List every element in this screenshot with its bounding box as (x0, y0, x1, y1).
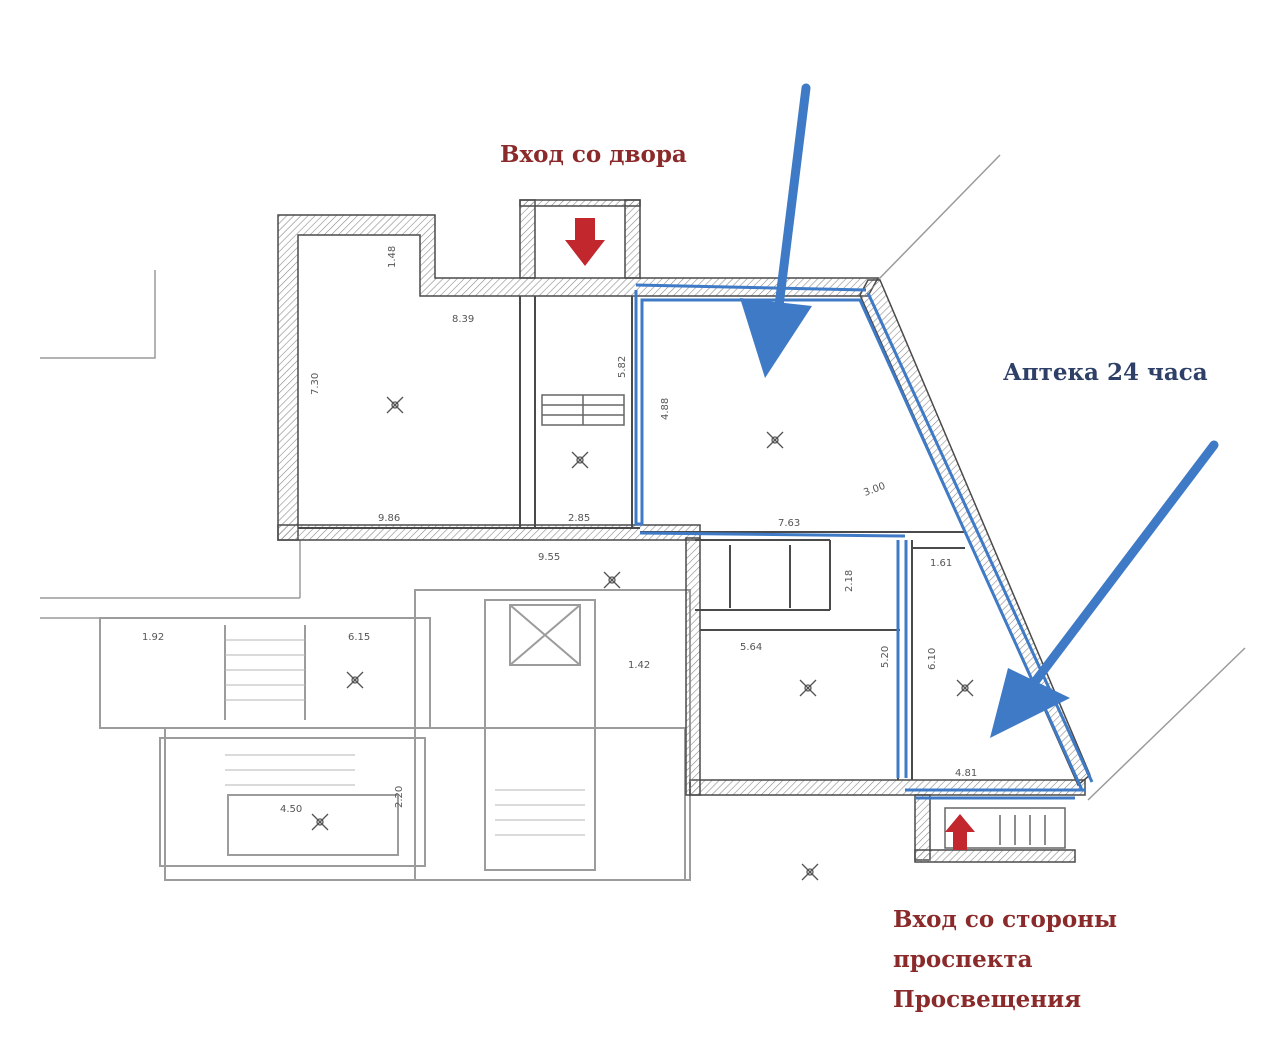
interior-walls (298, 296, 965, 780)
dim-label: 4.88 (660, 398, 671, 420)
dim-label: 1.42 (628, 660, 650, 671)
pharmacy-label: Аптека 24 часа (1003, 359, 1208, 386)
dim-label: 1.61 (930, 558, 952, 569)
avenue-entrance-label-line-3: Просвещения (893, 986, 1082, 1013)
dim-label: 6.15 (348, 632, 370, 643)
red-entry-arrow-icon (945, 814, 975, 850)
dim-label: 2.85 (568, 513, 590, 524)
dim-label: 9.86 (378, 513, 400, 524)
yard-entrance-label: Вход со двора (500, 141, 687, 168)
dim-label: 5.20 (880, 646, 891, 668)
exterior-context-lines (40, 154, 1246, 801)
dim-label: 2.18 (844, 570, 855, 592)
dim-label: 8.39 (452, 314, 474, 325)
room-markers (311, 396, 974, 881)
dim-label: 5.64 (740, 642, 762, 653)
dim-label: 3.00 (862, 481, 887, 499)
blue-arrow-icon (990, 440, 1219, 738)
entry-stair (541, 394, 1066, 849)
dim-label: 5.82 (617, 356, 628, 378)
avenue-entrance-label-line-2: проспекта (893, 946, 1033, 973)
blue-arrow-icon (740, 83, 812, 378)
dim-label: 9.55 (538, 552, 560, 563)
dim-label: 1.92 (142, 632, 164, 643)
common-area-block (99, 589, 691, 881)
dim-label: 6.10 (927, 648, 938, 670)
dim-label: 1.48 (387, 246, 398, 268)
dimension-labels: 1.48 8.39 7.30 5.82 9.86 4.88 7.63 2.85 … (142, 246, 977, 815)
avenue-entrance-label-line-1: Вход со стороны (893, 906, 1118, 933)
dim-label: 2.20 (394, 786, 405, 808)
dim-label: 7.30 (310, 373, 321, 395)
dim-label: 4.50 (280, 804, 302, 815)
dim-label: 7.63 (778, 518, 800, 529)
red-entry-arrow-icon (565, 218, 605, 266)
dim-label: 4.81 (955, 768, 977, 779)
